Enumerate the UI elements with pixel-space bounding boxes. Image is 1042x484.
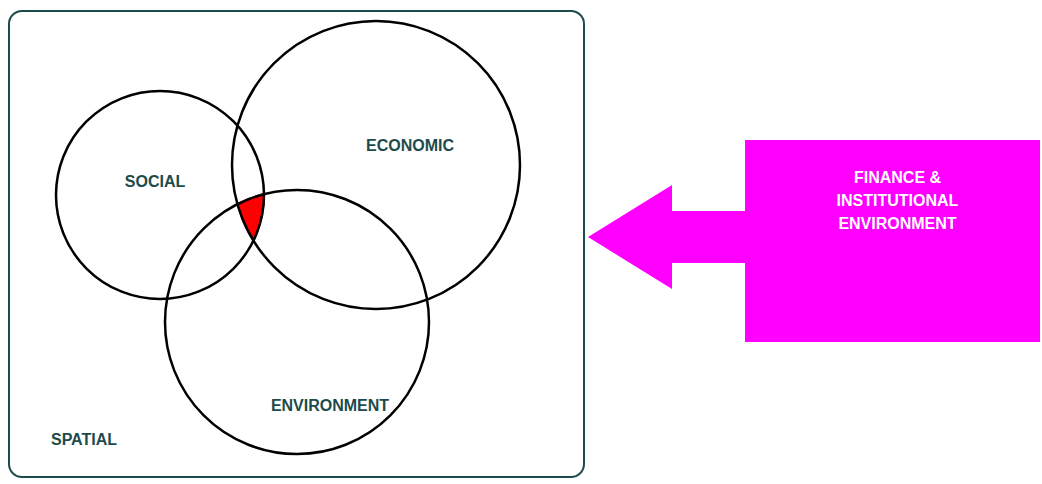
common-intersection	[55, 90, 265, 300]
arrow-shape	[588, 140, 1040, 342]
node-label: SPATIAL	[51, 431, 117, 449]
sustainability-circle: SOCIAL	[55, 90, 265, 300]
node-label: SOCIAL	[125, 173, 185, 191]
callout-arrow: FINANCE & INSTITUTIONAL ENVIRONMENT	[588, 140, 1040, 342]
circle-outline	[164, 189, 430, 455]
circle-outline	[231, 20, 521, 310]
sustainability-circle: ECONOMIC	[231, 20, 521, 310]
circle-outline	[55, 90, 265, 300]
circle-stroke	[56, 91, 264, 299]
sustainability-circle: ENVIRONMENT	[164, 189, 430, 455]
node-label: ENVIRONMENT	[271, 397, 389, 415]
node-label: ECONOMIC	[366, 137, 454, 155]
circle-stroke	[232, 21, 520, 309]
arrow-fill	[588, 140, 1040, 342]
circle-stroke	[165, 190, 429, 454]
node-label: FINANCE & INSTITUTIONAL ENVIRONMENT	[823, 166, 973, 235]
spatial-frame: SPATIAL SOCIAL ECONOMIC ENVIRONMENT	[8, 10, 585, 478]
